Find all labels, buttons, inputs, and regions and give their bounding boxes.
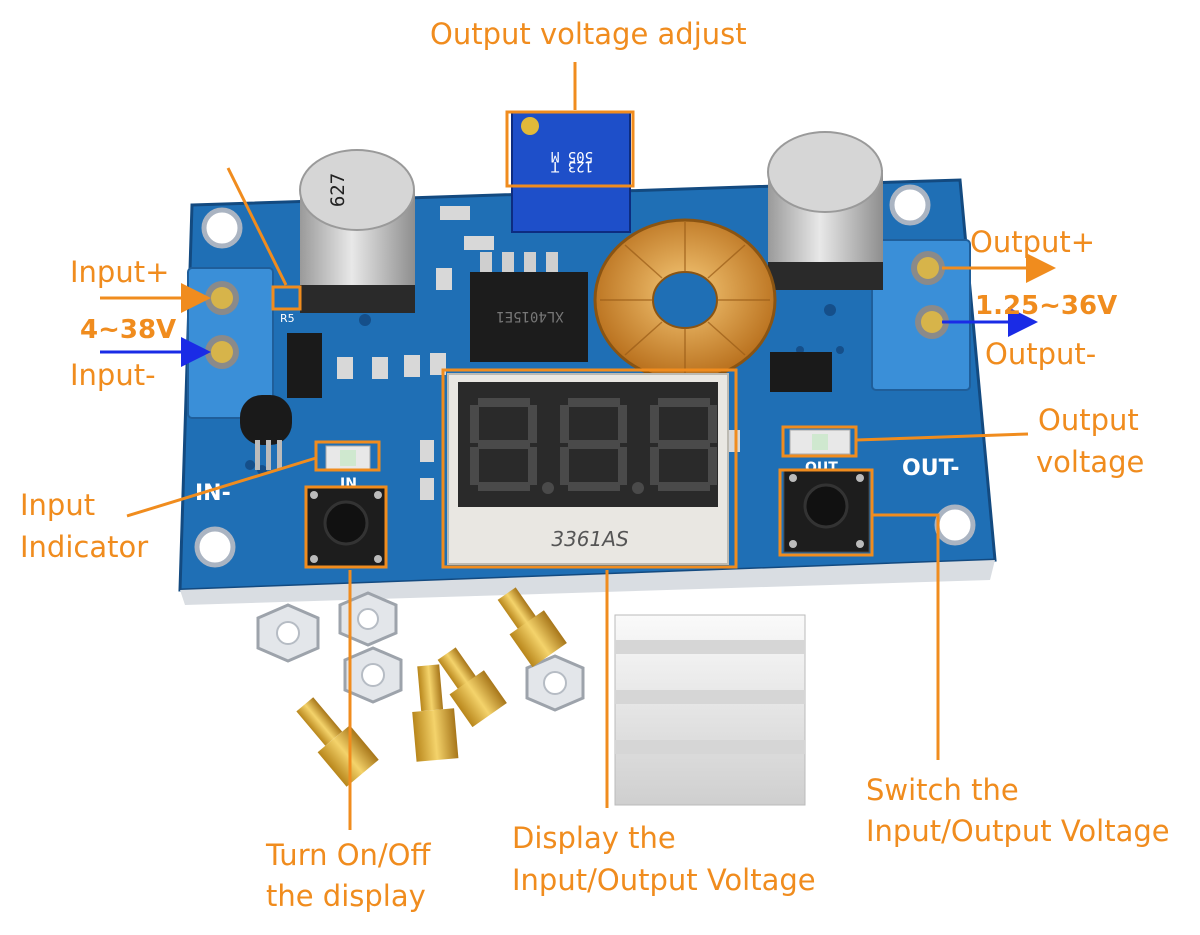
display-toggle-button[interactable] [305, 486, 387, 568]
mode-switch-button[interactable] [783, 469, 870, 553]
label-output-voltage-adjust: Output voltage adjust [430, 17, 747, 51]
hex-nuts [256, 591, 585, 712]
capacitor-left: 627 [299, 149, 415, 313]
schottky-diode [770, 352, 832, 392]
label-output-range: 1.25~36V [975, 291, 1118, 321]
potentiometer: 505 M 123 T [511, 111, 631, 233]
onoff-button-highlight-box [304, 485, 388, 569]
label-display-1: Display the [512, 821, 676, 855]
label-switch-2: Input/Output Voltage [866, 814, 1170, 848]
digits [470, 398, 717, 494]
label-switch-1: Switch the [866, 773, 1019, 807]
label-input-plus: Input+ [70, 255, 170, 289]
seven-segment-display: 3361AS [447, 373, 729, 565]
input-led-highlight-box [314, 440, 381, 472]
label-turn-onoff-1: Turn On/Off [266, 838, 431, 872]
display-highlight-box [441, 368, 738, 569]
label-input-indicator-1: Input [20, 488, 96, 522]
diode-d2 [287, 333, 322, 398]
label-display-2: Input/Output Voltage [512, 863, 816, 897]
switch-button-highlight-box [778, 468, 874, 557]
label-turn-onoff-2: the display [266, 879, 426, 913]
label-input-indicator-2: Indicator [20, 530, 149, 564]
smd-parts [337, 206, 740, 500]
pot-highlight-box [505, 110, 635, 188]
brass-standoffs [296, 587, 567, 787]
label-output-plus: Output+ [970, 225, 1096, 259]
output-led-highlight-box [781, 425, 858, 458]
ic-chip: XL4015E1 [470, 252, 588, 362]
label-output-voltage-1: Output [1038, 403, 1139, 437]
label-output-voltage-2: voltage [1036, 445, 1145, 479]
svg-text:XL4015E1: XL4015E1 [496, 308, 563, 324]
svg-text:627: 627 [327, 173, 349, 207]
label-input-minus: Input- [70, 358, 156, 392]
transistor [240, 395, 292, 470]
output-terminal [871, 239, 971, 391]
display-part-number: 3361AS [551, 527, 629, 551]
r-highlight-box [271, 285, 302, 311]
svg-text:123 T: 123 T [550, 158, 593, 174]
callout-lines [126, 62, 1029, 830]
silk-out-minus: OUT- [902, 456, 959, 481]
callout-boxes [271, 110, 874, 569]
heatsink [614, 614, 806, 806]
toroid-inductor [593, 218, 777, 382]
label-input-range: 4~38V [80, 315, 177, 345]
label-output-minus: Output- [985, 337, 1097, 371]
silk-r5: R5 [280, 312, 295, 325]
terminal-arrows [100, 253, 1056, 367]
svg-text:505 M: 505 M [551, 148, 593, 164]
capacitor-right [767, 131, 883, 290]
